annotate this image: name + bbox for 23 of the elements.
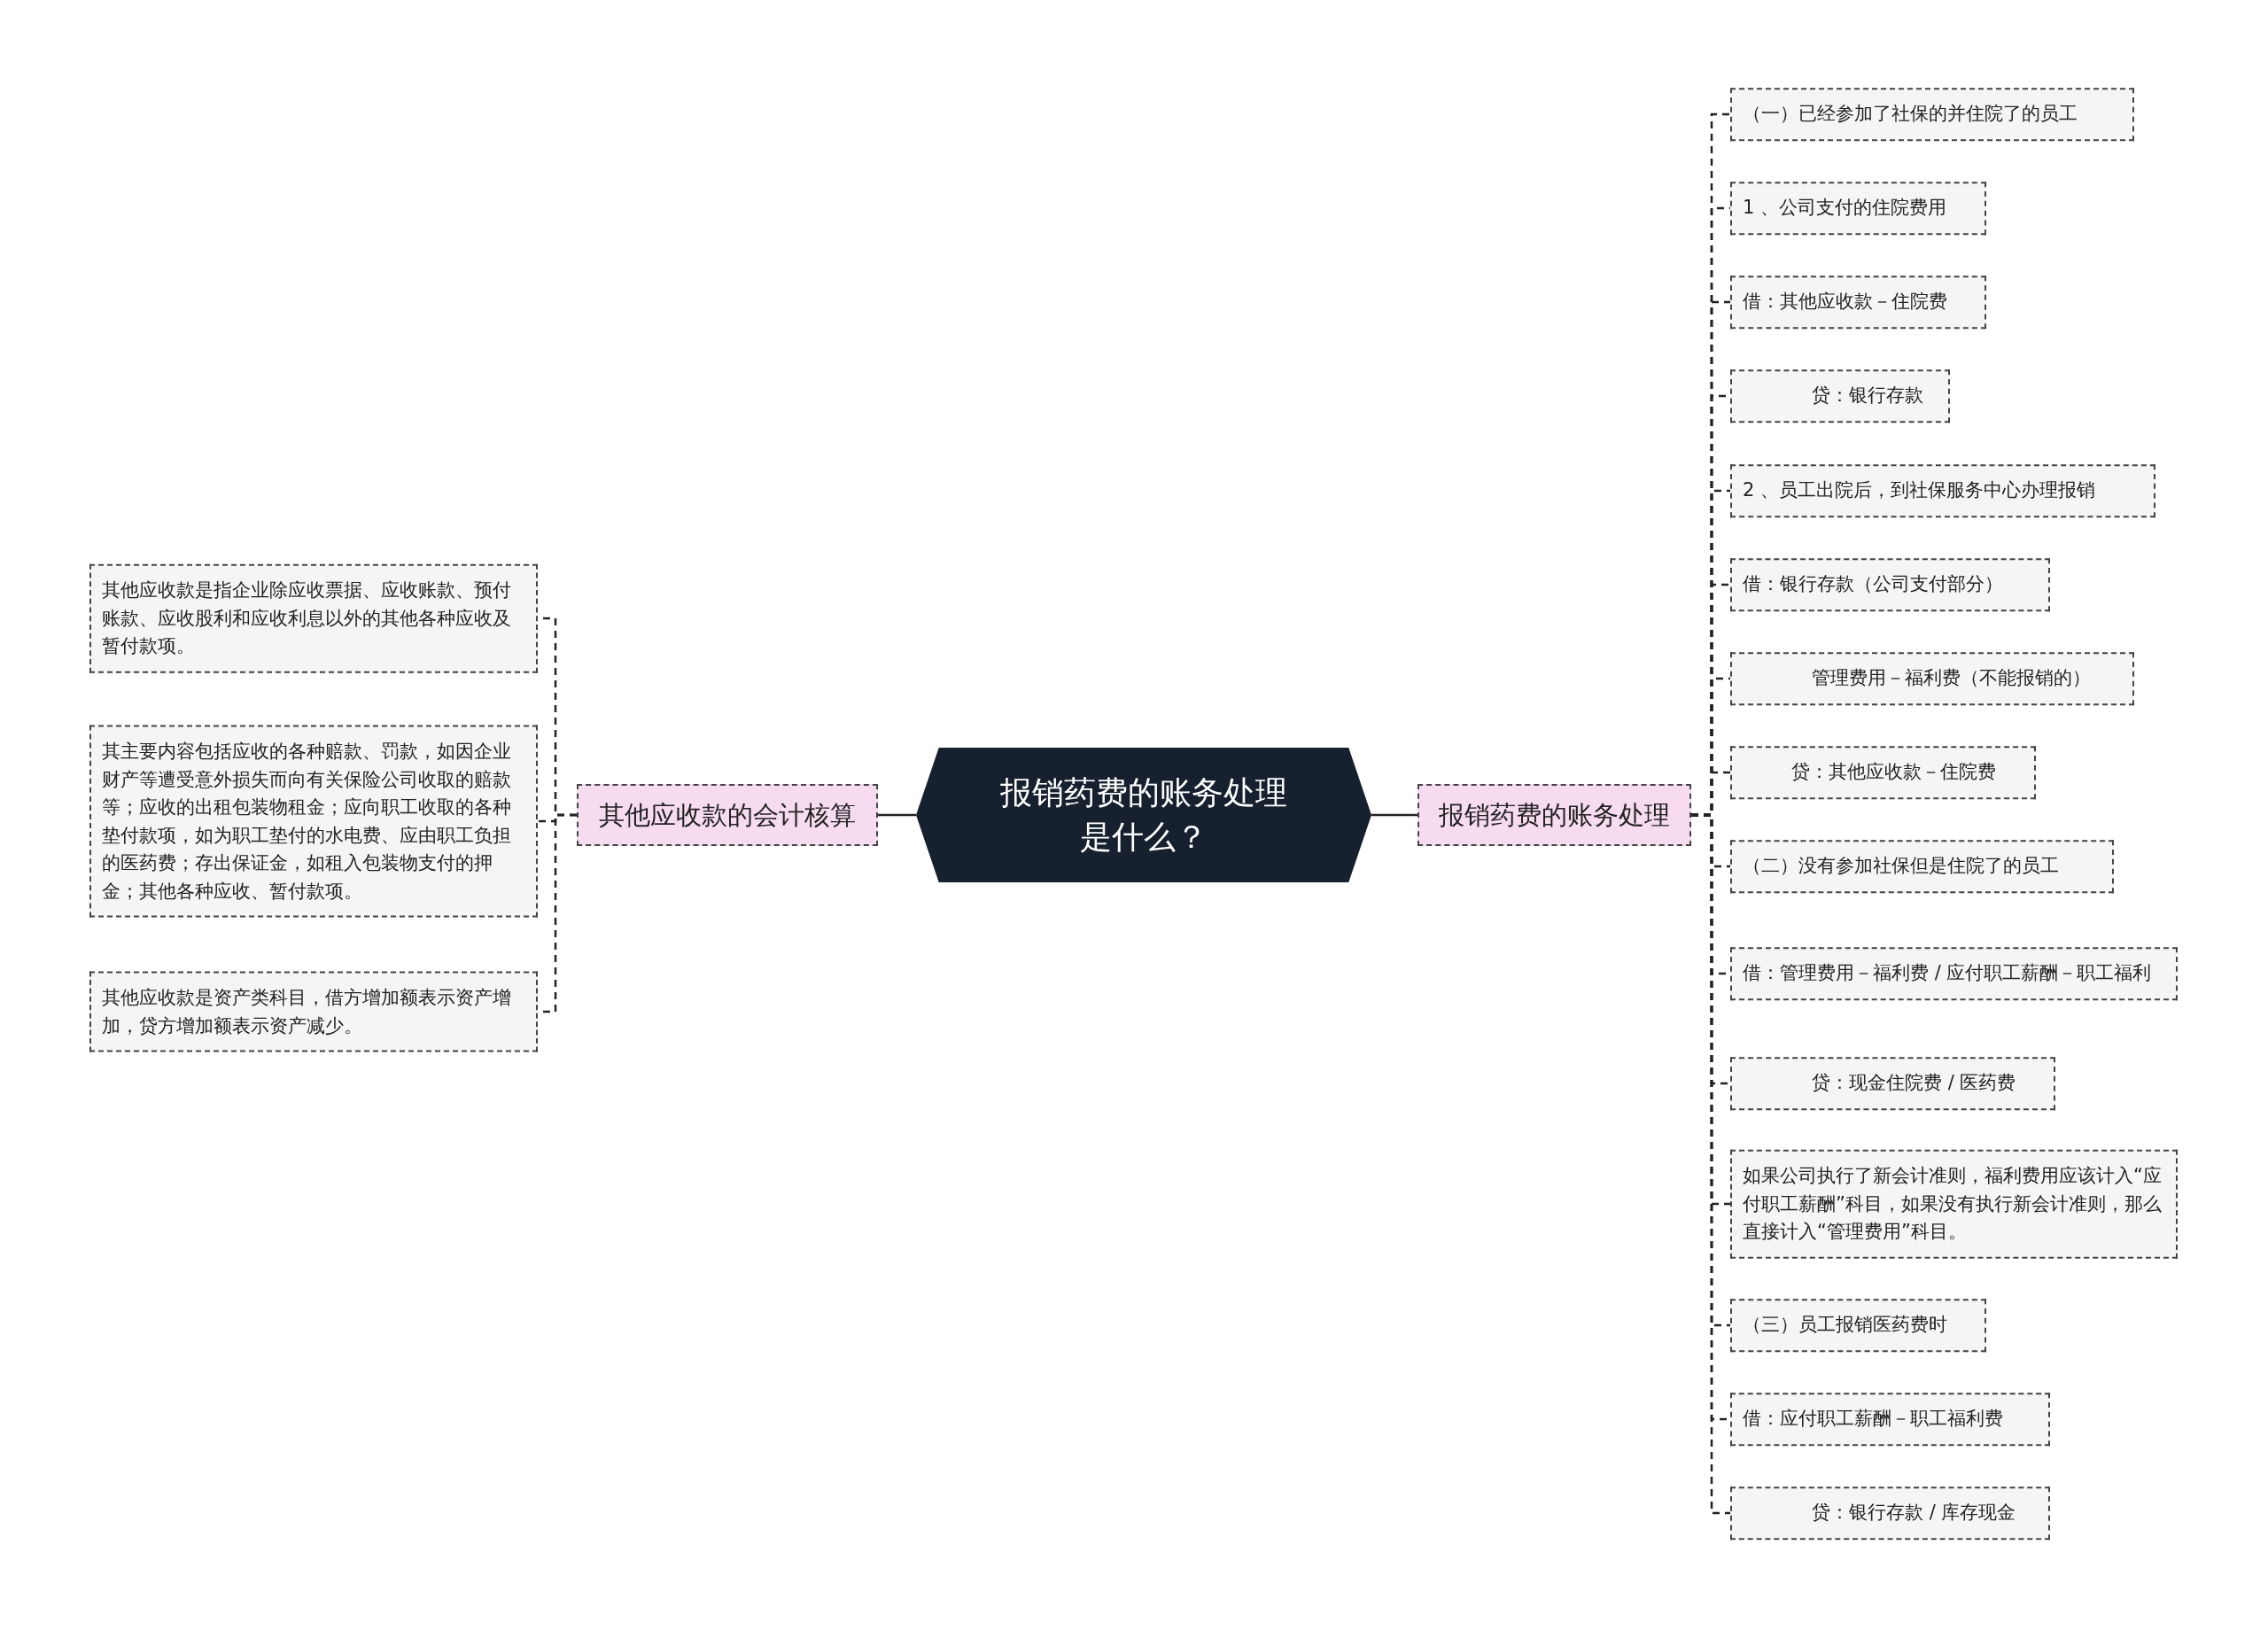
subtopic-box: （一）已经参加了社保的并住院了的员工 [1730,88,2134,141]
subtopic-box: 其他应收款是资产类科目，借方增加额表示资产增加，贷方增加额表示资产减少。 [89,971,538,1052]
subtopic-box: 如果公司执行了新会计准则，福利费用应该计入“应付职工薪酬”科目，如果没有执行新会计准则，那么直接计入“管理费用”科目。 [1730,1149,2178,1259]
subtopic-box: 借：银行存款（公司支付部分） [1730,558,2050,611]
subtopic-box: 贷：现金住院费 / 医药费 [1730,1057,2055,1110]
subtopic-box: （二）没有参加社保但是住院了的员工 [1730,840,2114,893]
subtopic-box: 借：其他应收款－住院费 [1730,276,1986,329]
connector-line [878,813,916,817]
subtopic-box: 贷：其他应收款－住院费 [1730,746,2036,799]
central-topic-hexagon: 报销药费的账务处理是什么？ [916,748,1371,882]
subtopic-box: 借：应付职工薪酬－职工福利费 [1730,1393,2050,1446]
subtopic-box: 借：管理费用－福利费 / 应付职工薪酬－职工福利 [1730,947,2178,1000]
subtopic-box: 1 、公司支付的住院费用 [1730,182,1986,235]
subtopic-box: 其他应收款是指企业除应收票据、应收账款、预付账款、应收股利和应收利息以外的其他各种应收及暂付款项。 [89,563,538,673]
subtopic-box: 2 、员工出院后，到社保服务中心办理报销 [1730,464,2155,517]
subtopic-box: 管理费用－福利费（不能报销的） [1730,652,2134,705]
subtopic-box: 贷：银行存款 / 库存现金 [1730,1486,2050,1540]
topic-box: 其他应收款的会计核算 [577,784,878,846]
subtopic-box: （三）员工报销医药费时 [1730,1299,1986,1352]
subtopic-box: 其主要内容包括应收的各种赔款、罚款，如因企业财产等遭受意外损失而向有关保险公司收取的赔款等；应收的出租包装物租金；应向职工收取的各种垫付款项，如为职工垫付的水电费、应由职工负担的医药费；存出保证金，如租入包装物支付的押金；其他各种应收、暂付款项。 [89,725,538,918]
topic-box: 报销药费的账务处理 [1418,784,1691,846]
connector-line [1371,813,1418,817]
subtopic-box: 贷：银行存款 [1730,369,1950,423]
